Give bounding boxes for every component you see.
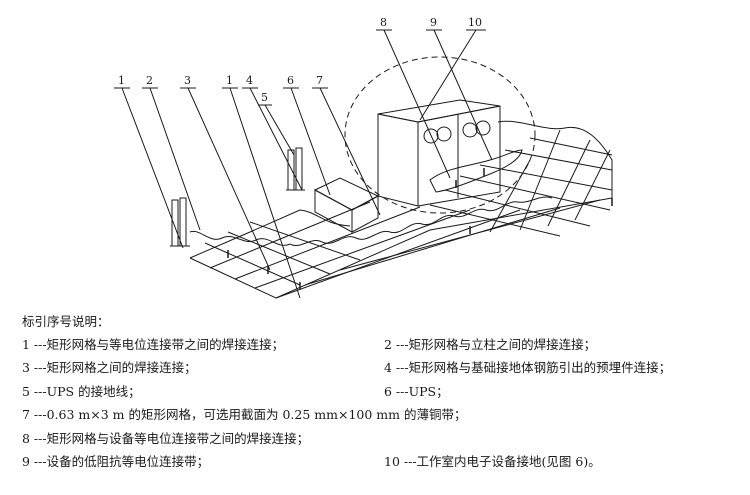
callout-7: 7 (316, 74, 323, 87)
legend-title: 标引序号说明： (22, 314, 110, 329)
callout-3: 3 (184, 74, 191, 87)
callout-2: 2 (146, 74, 153, 87)
legend-item-6: 6 ---UPS； (384, 384, 449, 399)
legend-item-2: 2 ---矩形网格与立柱之间的焊接连接； (384, 337, 597, 352)
callout-8: 8 (380, 16, 387, 29)
legend-item-3: 3 ---矩形网格之间的焊接连接； (22, 360, 197, 375)
legend-item-4: 4 ---矩形网格与基础接地体钢筋引出的预埋件连接； (384, 360, 672, 375)
legend-item-5: 5 ---UPS 的接地线； (22, 384, 141, 399)
grounding-grid-diagram: 1 2 3 1 4 5 6 7 8 9 10 (114, 16, 613, 299)
legend-item-8: 8 ---矩形网格与设备等电位连接带之间的焊接连接； (22, 431, 310, 446)
callout-6: 6 (287, 74, 294, 87)
callout-10: 10 (468, 16, 482, 29)
legend-item-10: 10 ---工作室内电子设备接地(见图 6)。 (384, 454, 601, 469)
callout-5: 5 (261, 91, 268, 104)
legend-item-1: 1 ---矩形网格与等电位连接带之间的焊接连接； (22, 337, 285, 352)
callout-1b: 1 (226, 74, 233, 87)
callout-9: 9 (430, 16, 437, 29)
legend-item-7: 7 ---0.63 m×3 m 的矩形网格，可选用截面为 0.25 mm×100… (22, 407, 467, 422)
callout-1: 1 (118, 74, 125, 87)
legend-item-9: 9 ---设备的低阻抗等电位连接带； (22, 454, 210, 469)
callout-4: 4 (246, 74, 253, 87)
